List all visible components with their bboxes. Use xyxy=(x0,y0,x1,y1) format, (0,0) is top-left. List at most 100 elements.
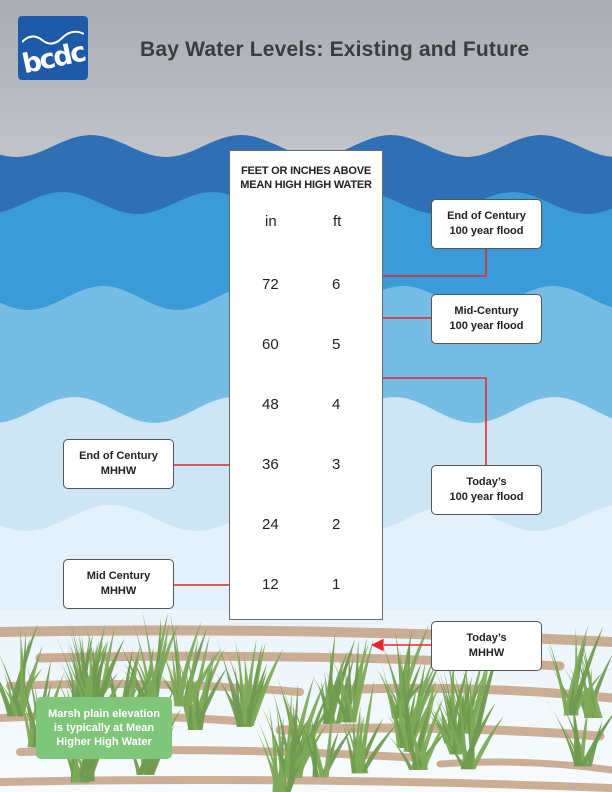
grass-blade xyxy=(245,643,263,726)
callout-line2: 100 year flood xyxy=(449,491,524,503)
grass-blade xyxy=(457,686,468,770)
grass-blade xyxy=(145,641,168,701)
grass-blade xyxy=(21,682,41,748)
arrow-line xyxy=(334,377,487,465)
grass-blade xyxy=(570,626,604,716)
tick-label-feet: 5 xyxy=(332,336,341,353)
callout-line2: 100 year flood xyxy=(449,225,524,237)
marsh-note-text: Marsh plain elevation is typically at Me… xyxy=(48,708,160,748)
tick-label-inches: 72 xyxy=(262,276,279,293)
grass-blade xyxy=(359,724,397,774)
grass-blade xyxy=(113,633,146,701)
grass-blade xyxy=(164,655,180,707)
grass-clump xyxy=(318,636,374,723)
tick-label-inches: 12 xyxy=(262,576,279,593)
callout-todays-mhhw: Today’s MHHW xyxy=(431,621,542,671)
grass-blade xyxy=(209,662,243,726)
grass-blade xyxy=(312,724,318,778)
grass-blade xyxy=(289,683,299,778)
callout-todays-flood: Today’s 100 year flood xyxy=(431,465,542,515)
grass-blade xyxy=(470,716,504,770)
callout-line1: Today’s xyxy=(466,632,507,644)
arrow-head xyxy=(371,638,384,652)
grass-clump xyxy=(335,679,397,774)
grass-blade xyxy=(193,667,227,730)
grass-blade xyxy=(460,702,496,770)
tick-label-feet: 2 xyxy=(332,516,341,533)
grass-blade xyxy=(341,720,357,774)
grass-blade xyxy=(357,679,375,774)
logo-wave-icon xyxy=(22,30,84,45)
grass-blade xyxy=(568,629,603,718)
grass-blade xyxy=(352,714,365,774)
callout-line1: End of Century xyxy=(79,450,158,462)
grass-blade xyxy=(185,638,198,707)
grass-blade xyxy=(272,733,278,792)
grass-blade xyxy=(378,725,415,770)
grass-blade xyxy=(385,688,406,748)
grass-blade xyxy=(544,696,580,767)
grass-blade xyxy=(174,626,184,707)
tick-label-feet: 3 xyxy=(332,456,341,473)
grass-blade xyxy=(474,657,490,734)
grass-blade xyxy=(0,655,24,717)
grass-blade xyxy=(385,653,410,748)
marsh-grass xyxy=(0,609,612,792)
grass-blade xyxy=(350,636,368,723)
grass-blade xyxy=(324,650,353,724)
grass-blade xyxy=(248,648,284,726)
grass-clump xyxy=(308,632,356,724)
tick-label-inches: 24 xyxy=(262,516,279,533)
grass-clump xyxy=(545,625,604,716)
gauge-heading: FEET OR INCHES ABOVE MEAN HIGH HIGH WATE… xyxy=(229,164,383,192)
grass-blade xyxy=(284,691,292,778)
grass-clump xyxy=(209,632,284,726)
unit-inches: in xyxy=(265,213,277,230)
grass-clump xyxy=(428,683,504,770)
callout-line1: Mid Century xyxy=(86,570,151,582)
tick-label-inches: 36 xyxy=(262,456,279,473)
callout-line2: 100 year flood xyxy=(449,320,524,332)
grass-blade xyxy=(19,627,25,717)
page-title: Bay Water Levels: Existing and Future xyxy=(140,38,530,61)
grass-blade xyxy=(252,689,290,778)
grass-blade xyxy=(398,653,414,748)
callout-mid-century-flood: Mid-Century 100 year flood xyxy=(431,294,542,344)
grass-blade xyxy=(217,678,245,726)
grass-blade xyxy=(559,661,590,718)
grass-blade xyxy=(322,666,350,723)
grass-clump xyxy=(559,629,612,718)
unit-feet: ft xyxy=(333,213,342,230)
callout-end-century-flood: End of Century 100 year flood xyxy=(431,199,542,249)
grass-blade xyxy=(415,708,430,752)
grass-blade xyxy=(327,649,357,723)
grass-blade xyxy=(335,700,364,774)
tick-label-inches: 48 xyxy=(262,396,279,413)
grass-blade xyxy=(14,682,34,748)
grass-blade xyxy=(178,666,211,707)
grass-blade xyxy=(573,705,583,767)
tick-label-feet: 4 xyxy=(332,396,341,413)
callout-line1: End of Century xyxy=(447,210,526,222)
grass-blade xyxy=(214,632,242,726)
grass-blade xyxy=(323,710,333,778)
grass-blade xyxy=(432,689,464,755)
bcdc-logo: bcdc xyxy=(18,16,88,80)
grass-blade xyxy=(428,720,467,770)
grass-blade xyxy=(141,609,158,701)
grass-clump xyxy=(110,609,179,701)
marsh-note: Marsh plain elevation is typically at Me… xyxy=(36,697,172,759)
callout-mid-century-mhhw: Mid Century MHHW xyxy=(63,559,174,609)
grass-blade xyxy=(234,638,249,726)
tick-label-feet: 6 xyxy=(332,276,341,293)
callout-line1: Today’s xyxy=(466,476,507,488)
gauge-heading-line2: MEAN HIGH HIGH WATER xyxy=(240,179,372,191)
callout-line2: MHHW xyxy=(468,647,505,659)
grass-blade xyxy=(54,633,91,718)
grass-blade xyxy=(545,639,570,716)
grass-clump xyxy=(544,682,612,767)
grass-blade xyxy=(568,658,600,718)
grass-blade xyxy=(424,696,455,755)
tick-label-inches: 60 xyxy=(262,336,279,353)
